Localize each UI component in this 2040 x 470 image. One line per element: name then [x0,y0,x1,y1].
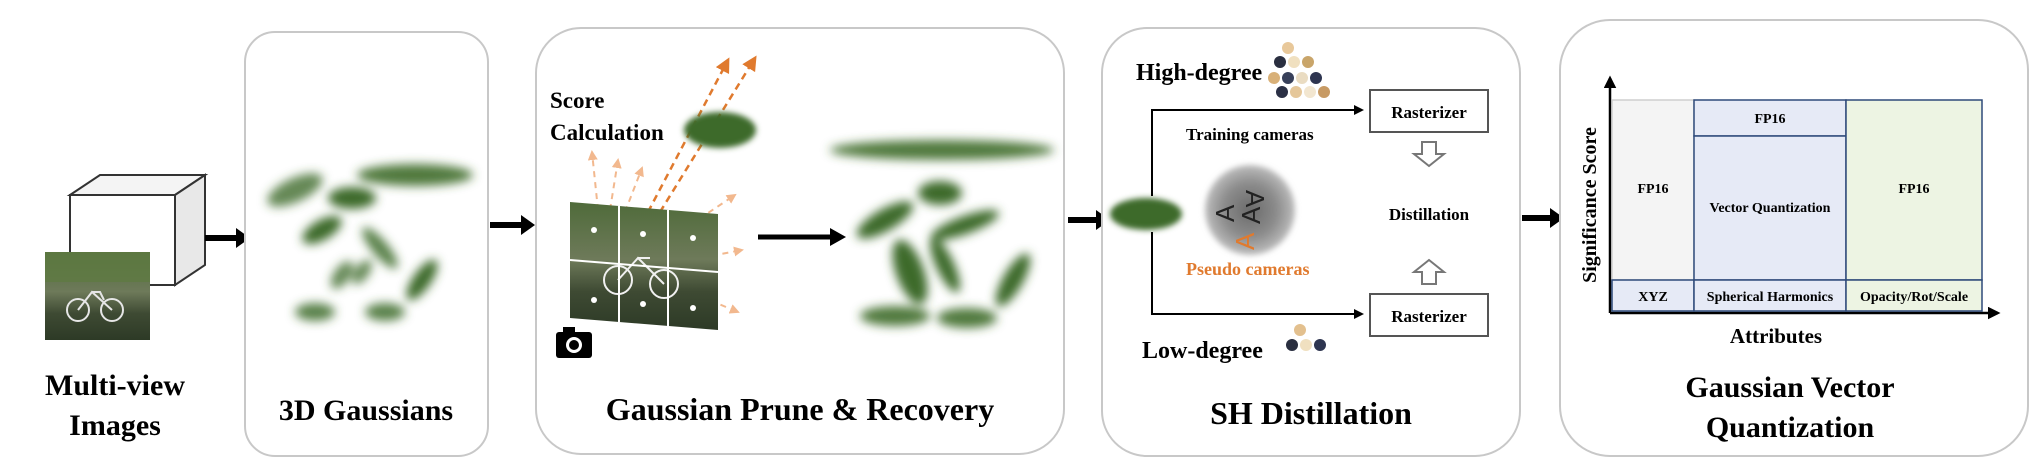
x-axis-label: Attributes [1730,324,1822,348]
pseudo-camera-views: A A A A [1205,165,1295,255]
camera-view-glyph: A [1240,190,1270,208]
ors-upper-cell [1845,99,1983,281]
vq-title-line1: Gaussian Vector [1685,371,1894,404]
rasterizer-bottom-box [1369,293,1489,337]
ors-lower-cell [1845,279,1983,312]
multiview-title-line2: Images [69,409,161,442]
flow-arrow [490,215,535,235]
xyz-precision-label: FP16 [1637,182,1668,197]
high-degree-sh-icon [1268,42,1330,98]
y-axis-label: Significance Score [1579,127,1601,283]
gaussian-cloud [267,164,473,321]
rasterizer-top-box [1369,89,1489,133]
scene-photo [45,252,150,340]
ors-precision-label: FP16 [1898,182,1929,197]
vq-panel: Significance Score Attributes FP16 XYZ F… [1559,19,2029,457]
gaussians-title: 3D Gaussians [279,394,453,427]
camera-view-glyph: A [1230,232,1260,250]
rasterizer-bottom-label: Rasterizer [1391,307,1467,326]
low-degree-sh-icon [1286,324,1326,351]
score-calculation-line2: Calculation [550,120,664,145]
xyz-attribute-label: XYZ [1638,290,1668,305]
score-calculation-line1: Score [550,88,605,113]
xyz-lower-cell [1611,279,1695,312]
training-cameras-label: Training cameras [1186,125,1314,144]
camera-icon [556,327,592,358]
camera-view-glyph: A [1210,204,1240,222]
distillation-label: Distillation [1389,205,1470,224]
image-grid [569,202,719,330]
ors-attribute-label: Opacity/Rot/Scale [1860,290,1968,305]
multiview-title-line1: Multi-view [45,369,185,402]
recovered-gaussians [830,140,1054,328]
sh-box [1101,27,1521,457]
rasterizer-top-label: Rasterizer [1391,103,1467,122]
high-degree-label: High-degree [1136,60,1263,86]
low-degree-label: Low-degree [1142,338,1263,364]
sh-attribute-label: Spherical Harmonics [1707,290,1834,305]
vq-title-line2: Quantization [1706,411,1875,444]
sh-panel: High-degree Low-degree Training cameras … [1101,27,1521,457]
prune-box [535,27,1065,455]
flow-arrow [1522,208,1564,228]
branch-lines [1151,105,1364,319]
camera-view-glyph: A [1236,206,1266,224]
gaussians-panel: 3D Gaussians [244,31,489,457]
flow-arrow [205,228,250,248]
sh-middle-cell [1693,135,1847,281]
sh-precision-label: FP16 [1754,112,1785,127]
sh-vq-label: Vector Quantization [1710,201,1831,216]
pseudo-cameras-label: Pseudo cameras [1186,259,1309,279]
multiview-panel: Multi-view Images [45,173,209,442]
flow-arrow [758,228,846,246]
gaussians-box [244,31,489,457]
prune-title: Gaussian Prune & Recovery [606,391,994,427]
sh-title: SH Distillation [1210,395,1412,431]
scored-gaussian [684,112,756,148]
prune-panel: Score Calculation [535,27,1065,455]
input-gaussian [1110,198,1182,230]
up-hollow-arrow [1411,258,1447,285]
down-hollow-arrow [1411,141,1447,168]
